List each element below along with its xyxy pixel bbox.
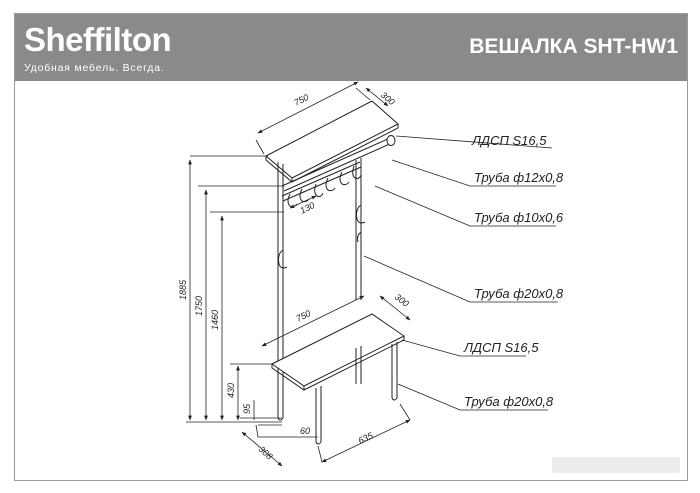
dim-seat-height: 430 bbox=[226, 383, 236, 398]
top-rail bbox=[281, 135, 396, 192]
leader-lines bbox=[363, 135, 558, 411]
brand-logo: Sheffilton bbox=[24, 21, 172, 58]
seat-panel bbox=[271, 313, 405, 391]
dimension-lines bbox=[186, 81, 411, 467]
dim-seat-depth: 300 bbox=[393, 292, 411, 309]
watermark bbox=[552, 457, 680, 473]
model-title: ВЕШАЛКА SHT-HW1 bbox=[469, 35, 678, 58]
callout-seat: ЛДСП S16,5 bbox=[463, 340, 539, 355]
dim-seat-width: 750 bbox=[294, 308, 312, 324]
dim-top-depth: 300 bbox=[379, 90, 397, 107]
brand-tagline: Удобная мебель. Всегда. bbox=[24, 62, 165, 74]
callout-top-shelf: ЛДСП S16,5 bbox=[471, 133, 547, 148]
callout-rail-pipe: Труба ф10х0,6 bbox=[474, 210, 564, 225]
dim-hook-spacing: 130 bbox=[298, 200, 316, 216]
dim-foot-height: 95 bbox=[242, 403, 252, 414]
dim-height-1750: 1750 bbox=[194, 296, 204, 316]
hanger-body bbox=[265, 100, 405, 445]
seat-legs bbox=[277, 342, 398, 445]
callout-frame-pipe: Труба ф20х0,8 bbox=[474, 286, 564, 301]
dim-foot-offset: 60 bbox=[300, 426, 310, 436]
dim-height-1460: 1460 bbox=[210, 310, 220, 330]
dim-leg-spacing: 635 bbox=[357, 430, 376, 446]
dim-top-width: 750 bbox=[292, 92, 310, 108]
dim-total-height: 1885 bbox=[178, 279, 188, 300]
callout-leg-pipe: Труба ф20х0,8 bbox=[464, 394, 554, 409]
header-bar: Sheffilton Удобная мебель. Всегда. ВЕШАЛ… bbox=[14, 13, 688, 81]
callout-hook-pipe: Труба ф12х0,8 bbox=[474, 170, 564, 185]
